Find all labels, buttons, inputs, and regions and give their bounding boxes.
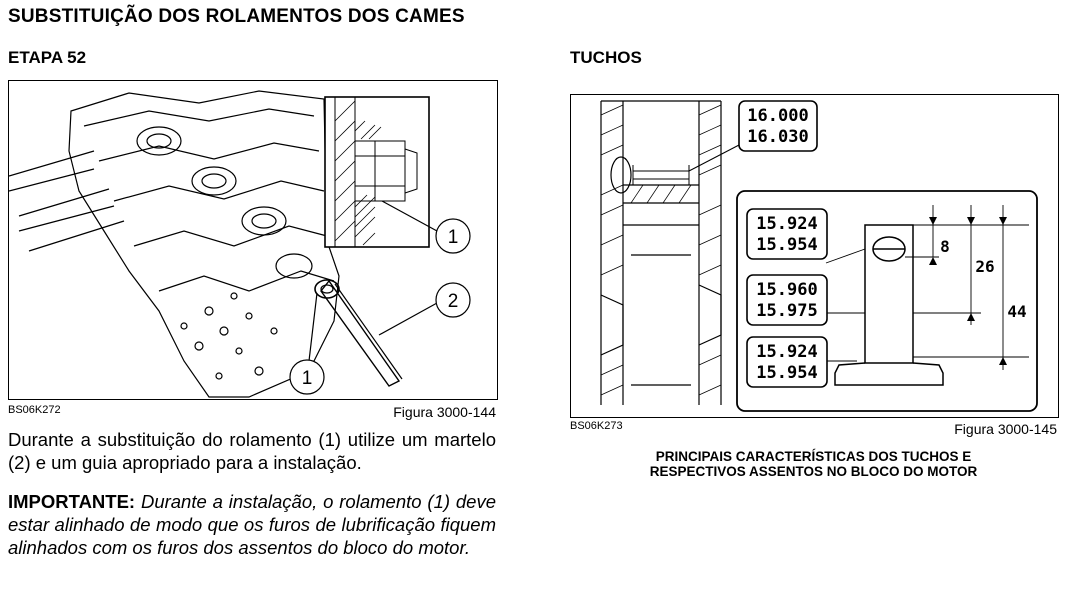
section-heading-tuchos: TUCHOS (570, 48, 642, 67)
bore-dim-max: 16.030 (747, 127, 808, 147)
important-label: IMPORTANTE: (8, 491, 136, 512)
tappet-dim-mid-min: 15.960 (756, 280, 817, 300)
figure-caption: PRINCIPAIS CARACTERÍSTICAS DOS TUCHOS E … (570, 449, 1057, 479)
callout-circle (289, 359, 325, 395)
step-heading: ETAPA 52 (8, 48, 87, 67)
tappet-dim-mid-max: 15.975 (756, 301, 817, 321)
figure-code: BS06K272 (8, 404, 61, 416)
figure-tappets: 16.000 16.030 (570, 94, 1059, 418)
tappet-dim-bot-max: 15.954 (756, 363, 817, 383)
callout-label: 1 (448, 227, 459, 248)
tappet-dim-bot-min: 15.924 (756, 342, 817, 362)
figure-number: Figura 3000-144 (393, 404, 496, 420)
important-note: IMPORTANTE: Durante a instalação, o rola… (8, 490, 496, 559)
length-label-26: 26 (975, 257, 994, 276)
tappet-dim-top-min: 15.924 (756, 214, 817, 234)
callout-label: 2 (448, 291, 459, 312)
tappet-diagram: 16.000 16.030 (600, 100, 1038, 412)
callout-circle (435, 282, 471, 318)
paragraph-instructions: Durante a substituição do rolamento (1) … (8, 429, 496, 473)
length-label-8: 8 (940, 237, 950, 256)
figure-code: BS06K273 (570, 420, 623, 432)
callout-circle (435, 218, 471, 254)
important-text: Durante a instalação, o rolamento (1) de… (8, 491, 496, 558)
length-label-44: 44 (1007, 302, 1026, 321)
tappet-dim-top-max: 15.954 (756, 235, 817, 255)
bore-dim-min: 16.000 (747, 106, 808, 126)
caption-line-1: PRINCIPAIS CARACTERÍSTICAS DOS TUCHOS E (655, 449, 972, 464)
figure-engine-block: 1 2 1 (8, 80, 498, 400)
callout-label: 1 (302, 368, 313, 389)
caption-line-2: RESPECTIVOS ASSENTOS NO BLOCO DO MOTOR (649, 464, 978, 479)
engine-block-illustration: 1 2 1 (9, 90, 471, 398)
page-title: SUBSTITUIÇÃO DOS ROLAMENTOS DOS CAMES (8, 6, 465, 27)
figure-number: Figura 3000-145 (954, 421, 1057, 437)
